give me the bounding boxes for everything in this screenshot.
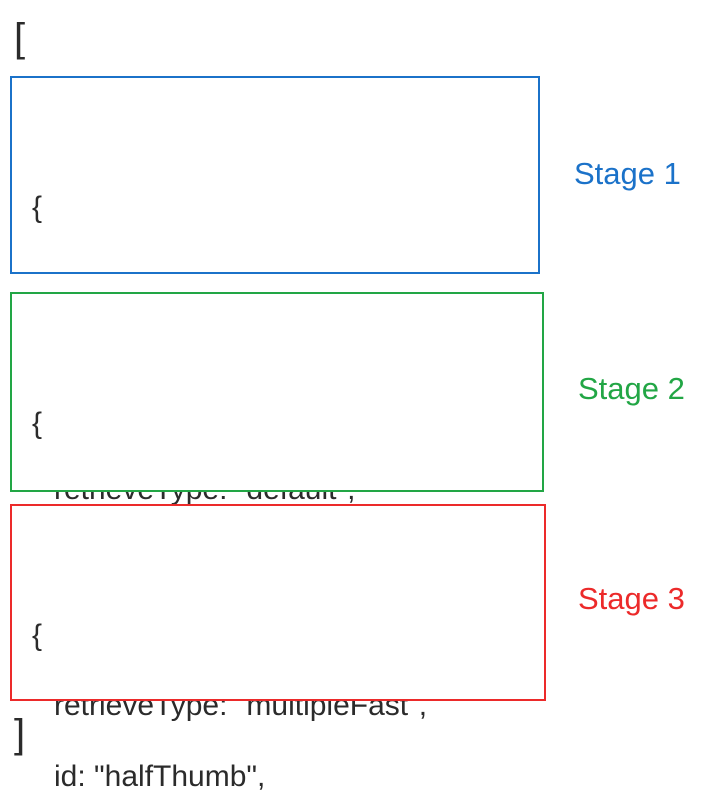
stage-2-open-brace: {: [32, 407, 43, 440]
stage-3-open-brace: {: [32, 619, 43, 652]
stage-3-code: { id: "halfThumb", retrieveType: "multip…: [32, 518, 427, 806]
array-open-bracket: [: [14, 16, 26, 60]
stage-label-3: Stage 3: [578, 581, 685, 616]
stage-block-2: { id: "quarterThumb", retrieveType: "mul…: [10, 292, 544, 722]
stage-1-open-brace: {: [32, 191, 43, 224]
stage-3-id-line: id: "halfThumb",: [54, 760, 266, 793]
stage-block-3: { id: "halfThumb", retrieveType: "multip…: [10, 504, 546, 793]
stage-block-1: { id: "initialImages", retrieveType: "de…: [10, 76, 540, 647]
array-close-bracket: ]: [14, 712, 26, 756]
stage-label-2: Stage 2: [578, 371, 685, 406]
stage-label-1: Stage 1: [574, 156, 681, 191]
